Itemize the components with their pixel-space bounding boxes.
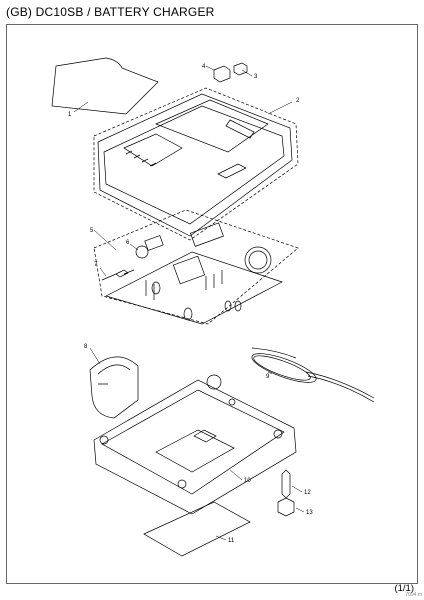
- pcb-assembly-part: [93, 209, 299, 325]
- page-number: (1/1): [394, 583, 414, 594]
- foot-part: [277, 497, 295, 517]
- callout-9: 9: [266, 374, 270, 380]
- exploded-diagram: 1 2 3 4 5 6 7 8 9 10 12 13 11: [6, 24, 418, 584]
- bottom-label-part: [143, 501, 251, 557]
- diagram-border: [6, 24, 418, 584]
- power-cord-part: [251, 347, 375, 403]
- callout-11-12: 12: [304, 490, 311, 496]
- base-housing-part: [93, 374, 297, 515]
- callout-10: 10: [244, 478, 251, 484]
- callout-7: 7: [94, 262, 98, 268]
- small-part-3: [233, 62, 248, 76]
- callout-1: 1: [68, 112, 72, 118]
- label-sheet-part: [51, 57, 159, 115]
- page-title: (GB) DC10SB / BATTERY CHARGER: [6, 5, 215, 19]
- callout-4: 4: [202, 64, 206, 70]
- callout-3: 3: [254, 74, 258, 80]
- housing-cover-part: [97, 93, 293, 237]
- callout-2: 2: [296, 98, 300, 104]
- callout-13: 13: [306, 510, 313, 516]
- callout-8: 8: [84, 344, 88, 350]
- callout-5: 5: [90, 228, 94, 234]
- fuse-part: [101, 269, 135, 281]
- cover-piece-part: [89, 356, 139, 419]
- callout-11: 11: [228, 538, 235, 544]
- screw-part: [281, 469, 291, 499]
- watermark: 7094.m: [405, 592, 422, 598]
- housing-dash-outline: [93, 87, 299, 241]
- small-part-4: [213, 65, 231, 83]
- callout-6: 6: [126, 240, 130, 246]
- capacitor-part: [135, 245, 149, 259]
